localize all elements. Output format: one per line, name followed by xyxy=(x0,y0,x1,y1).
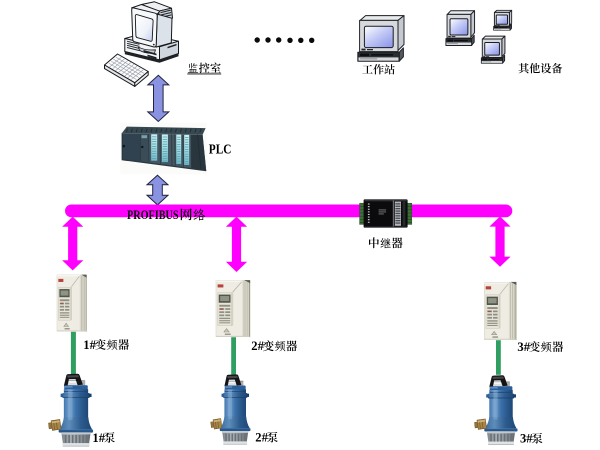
svg-text:1#: 1# xyxy=(83,338,96,352)
svg-text:2#: 2# xyxy=(255,431,268,445)
svg-text:2#: 2# xyxy=(251,339,264,353)
svg-text:3#: 3# xyxy=(520,432,533,446)
svg-text:3#: 3# xyxy=(517,340,530,354)
svg-text:1#: 1# xyxy=(92,431,105,445)
svg-text:PROFIBUS: PROFIBUS xyxy=(127,208,179,222)
svg-text:PLC: PLC xyxy=(209,141,232,156)
